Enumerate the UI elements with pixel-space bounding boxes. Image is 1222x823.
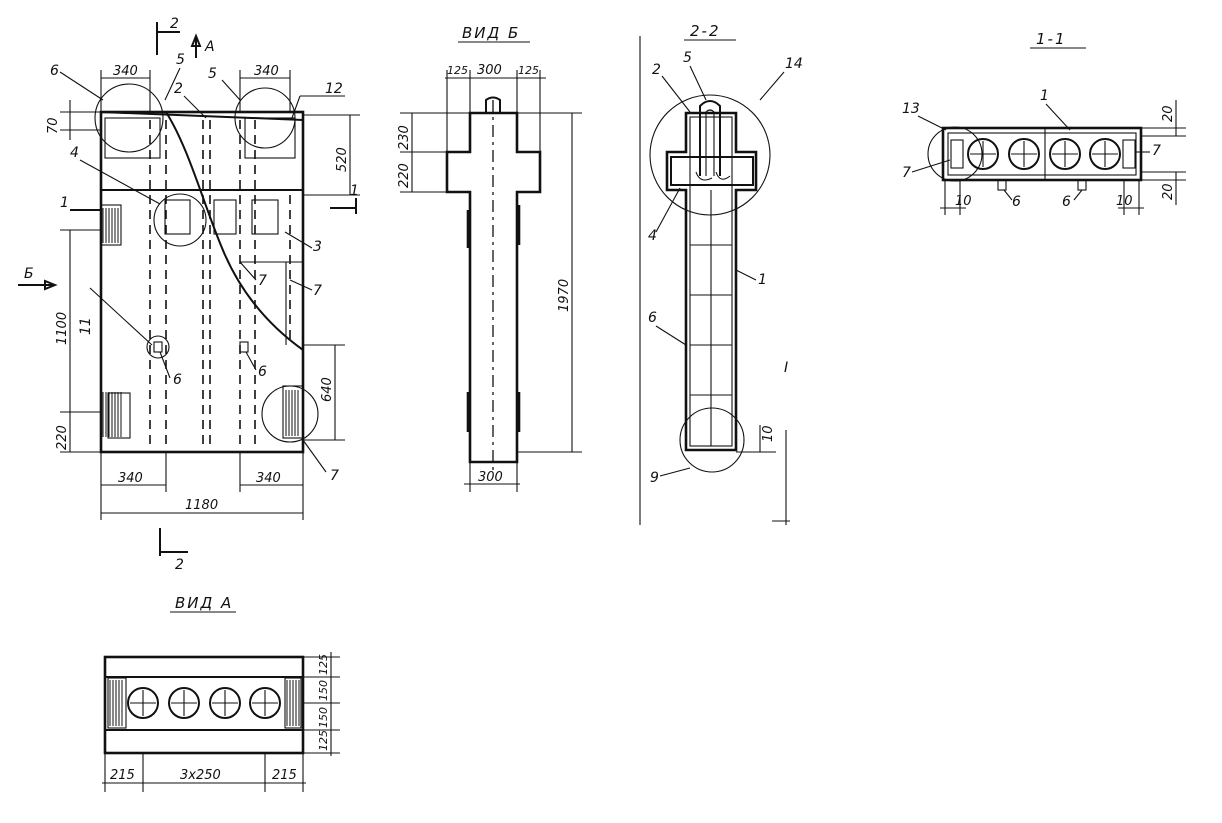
dim-70: 70 <box>46 117 61 134</box>
sec11-dim-20-top: 20 <box>1161 105 1176 122</box>
sec22-label-4: 4 <box>648 228 657 244</box>
view-a-outline <box>103 655 305 755</box>
sec22-label-6: 6 <box>648 310 657 326</box>
label-7-c: 7 <box>330 468 339 484</box>
hatch-left-top <box>102 208 119 243</box>
detail-circle-top-left <box>94 83 164 153</box>
hatch-left-bottom <box>102 392 122 437</box>
section-2-2: 2-2 2 5 14 4 1 6 10 9 I <box>639 22 803 525</box>
dim-340-bottom-right: 340 <box>256 471 281 486</box>
detail-circle-top-right <box>234 87 296 149</box>
section-2-2-detail-circle-top <box>649 94 771 216</box>
label-4: 4 <box>70 145 79 161</box>
view-a-title: ВИД А <box>175 594 233 612</box>
main-outline <box>99 110 305 454</box>
sec22-label-2: 2 <box>652 62 661 78</box>
detail-circle-middle <box>153 193 207 247</box>
view-a-hatch-left <box>109 680 123 726</box>
cut-1-right-label: 1 <box>350 183 359 199</box>
label-6-top: 6 <box>50 63 59 79</box>
break-curve <box>165 111 304 351</box>
view-a-hatch-right <box>286 680 300 726</box>
dim-220: 220 <box>55 425 70 450</box>
sec11-label-6-a: 6 <box>1012 194 1021 210</box>
view-b-dim-300-top: 300 <box>477 63 502 78</box>
label-7-a: 7 <box>258 273 267 289</box>
label-7-b: 7 <box>313 283 322 299</box>
view-a-dim-125-top: 125 <box>317 654 330 675</box>
view-b-title: ВИД Б <box>462 24 520 42</box>
main-elevation: 2 А 2 1 1 Б 340 340 70 1100 <box>18 16 360 573</box>
dim-340-bottom-left: 340 <box>118 471 143 486</box>
label-5-a: 5 <box>176 52 185 68</box>
cut-1-left-label: 1 <box>60 195 69 211</box>
label-6-right: 6 <box>258 364 267 380</box>
label-2: 2 <box>174 81 183 97</box>
sec22-label-14: 14 <box>785 56 803 72</box>
sec22-label-9: 9 <box>650 470 659 486</box>
view-a-dim-215-right: 215 <box>272 768 297 783</box>
section-1-1-detail-circle <box>927 126 983 182</box>
view-b-dim-125-right: 125 <box>518 64 539 77</box>
detail-circle-small <box>146 335 170 359</box>
dim-1180: 1180 <box>185 498 218 513</box>
cut-2-top-label: 2 <box>170 16 179 32</box>
sec22-dim-10: 10 <box>761 425 776 442</box>
sec11-dim-10-right: 10 <box>1116 194 1133 209</box>
view-b-dim-300-bottom: 300 <box>478 470 503 485</box>
section-2-2-detail-circle-bottom <box>679 407 745 473</box>
view-a-dim-3x250: 3х250 <box>180 768 221 783</box>
section-1-1-title: 1-1 <box>1036 30 1067 48</box>
sec22-label-5: 5 <box>683 50 692 66</box>
sec11-label-13: 13 <box>902 101 920 117</box>
section-2-2-title: 2-2 <box>690 22 721 40</box>
view-a-dim-125-bottom: 125 <box>317 730 330 751</box>
sec22-label-1: 1 <box>758 272 767 288</box>
section-1-1: 1-1 1 13 7 7 6 6 10 10 <box>902 30 1186 215</box>
section-1-1-outline <box>941 126 1143 182</box>
dim-520: 520 <box>335 147 350 172</box>
sec11-label-7-right: 7 <box>1152 143 1161 159</box>
section-2-2-outline <box>665 111 758 452</box>
label-12: 12 <box>325 81 343 97</box>
hatch-right-bottom <box>285 390 299 436</box>
view-b-dim-125-left: 125 <box>447 64 468 77</box>
dim-340-top-right: 340 <box>254 64 279 79</box>
cut-2-bottom-label: 2 <box>175 557 184 573</box>
dim-340-top-left: 340 <box>113 64 138 79</box>
dim-640: 640 <box>320 377 335 402</box>
dim-1100: 1100 <box>55 312 70 345</box>
view-a-dim-215-left: 215 <box>110 768 135 783</box>
view-b: ВИД Б 125 300 125 230 220 1970 300 <box>397 24 582 492</box>
detail-circle-bottom-right <box>261 385 319 443</box>
view-a-dim-150-b: 150 <box>317 707 330 728</box>
label-6-mid: 6 <box>173 372 182 388</box>
label-3: 3 <box>313 239 322 255</box>
sec22-mark-i: I <box>784 360 788 376</box>
view-b-dim-220: 220 <box>397 163 412 188</box>
view-a-dim-150-a: 150 <box>317 680 330 701</box>
sec11-dim-20-bottom: 20 <box>1161 183 1176 200</box>
sec11-label-6-b: 6 <box>1062 194 1071 210</box>
sec11-label-7-left: 7 <box>902 165 911 181</box>
sec11-label-1: 1 <box>1040 88 1049 104</box>
view-b-dim-230: 230 <box>397 125 412 150</box>
view-b-arrow-label: Б <box>24 266 34 282</box>
sec11-dim-10-left: 10 <box>955 194 972 209</box>
cut-a-label: А <box>204 39 215 55</box>
label-11: 11 <box>78 317 94 335</box>
label-5-b: 5 <box>208 66 217 82</box>
view-a: ВИД А 215 <box>102 594 340 792</box>
view-b-dim-1970: 1970 <box>557 279 572 312</box>
